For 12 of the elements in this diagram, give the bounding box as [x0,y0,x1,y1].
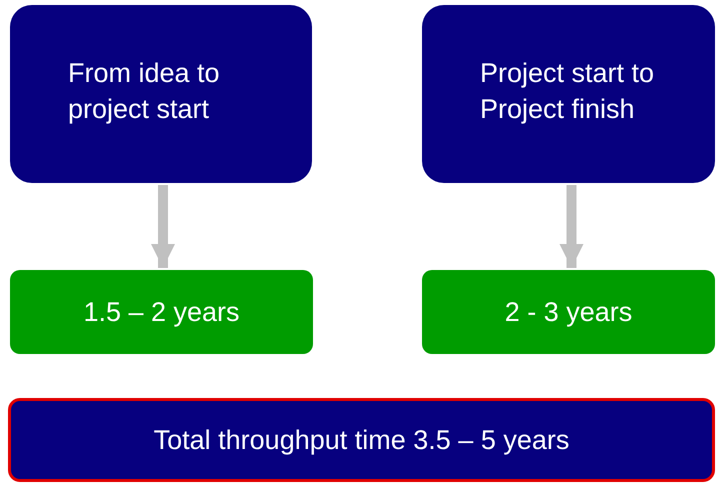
phase-label: Project start to Project finish [480,57,656,126]
total-label: Total throughput time 3.5 – 5 years [154,424,570,457]
phase-box [422,5,715,183]
phase-label: From idea to project start [68,57,221,126]
duration-box [10,270,313,354]
duration-label: 2 - 3 years [504,296,632,329]
total-box [8,398,715,482]
phase-box [10,5,312,183]
arrow [560,185,584,268]
arrow [151,185,175,268]
duration-box [422,270,715,354]
duration-label: 1.5 – 2 years [83,296,240,329]
